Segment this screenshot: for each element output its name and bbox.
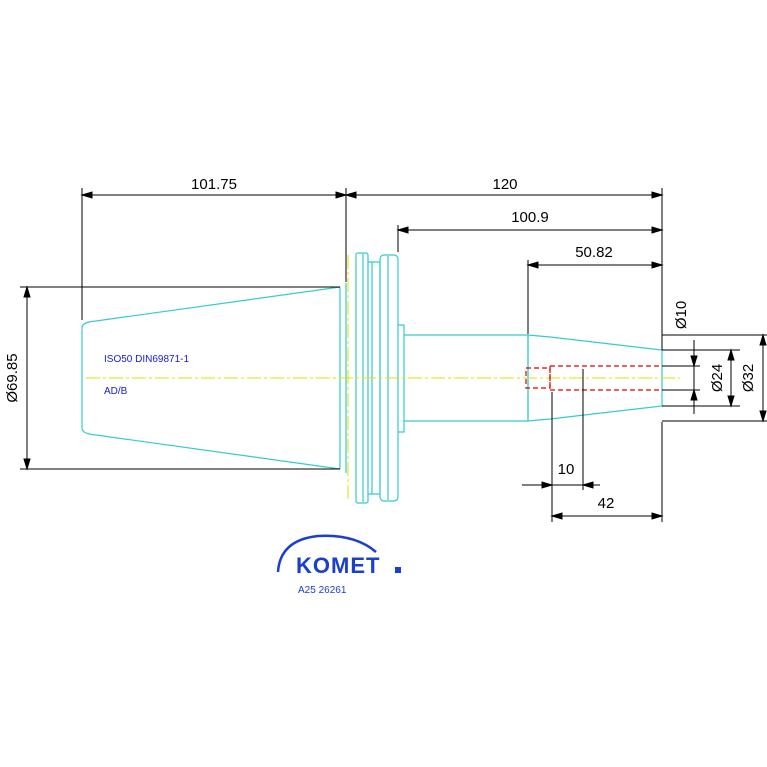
dim-100-9: 100.9 <box>511 209 549 226</box>
dim-10-length: 10 <box>558 461 575 478</box>
taper-cone-top <box>81 286 341 329</box>
dim-101-75: 101.75 <box>191 176 237 193</box>
dim-dia-24: Ø24 <box>709 364 726 392</box>
dim-dia-69-85: Ø69.85 <box>4 353 21 402</box>
form-note: AD/B <box>104 386 128 397</box>
logo-brand: KOMET <box>296 553 380 578</box>
dim-dia-10: Ø10 <box>673 301 690 329</box>
dimension-lines <box>20 188 767 522</box>
komet-logo: KOMET A25 26261 <box>276 534 401 596</box>
part-number: A25 26261 <box>298 585 347 596</box>
dim-dia-32: Ø32 <box>740 364 757 392</box>
dim-42: 42 <box>598 495 615 512</box>
standard-note: ISO50 DIN69871-1 <box>104 354 189 365</box>
dim-120: 120 <box>492 176 517 193</box>
hidden-bore <box>525 365 662 391</box>
taper-cone-bottom <box>81 427 341 470</box>
logo-arc <box>276 534 377 573</box>
logo-dot <box>395 567 401 573</box>
dim-50-82: 50.82 <box>575 244 613 261</box>
